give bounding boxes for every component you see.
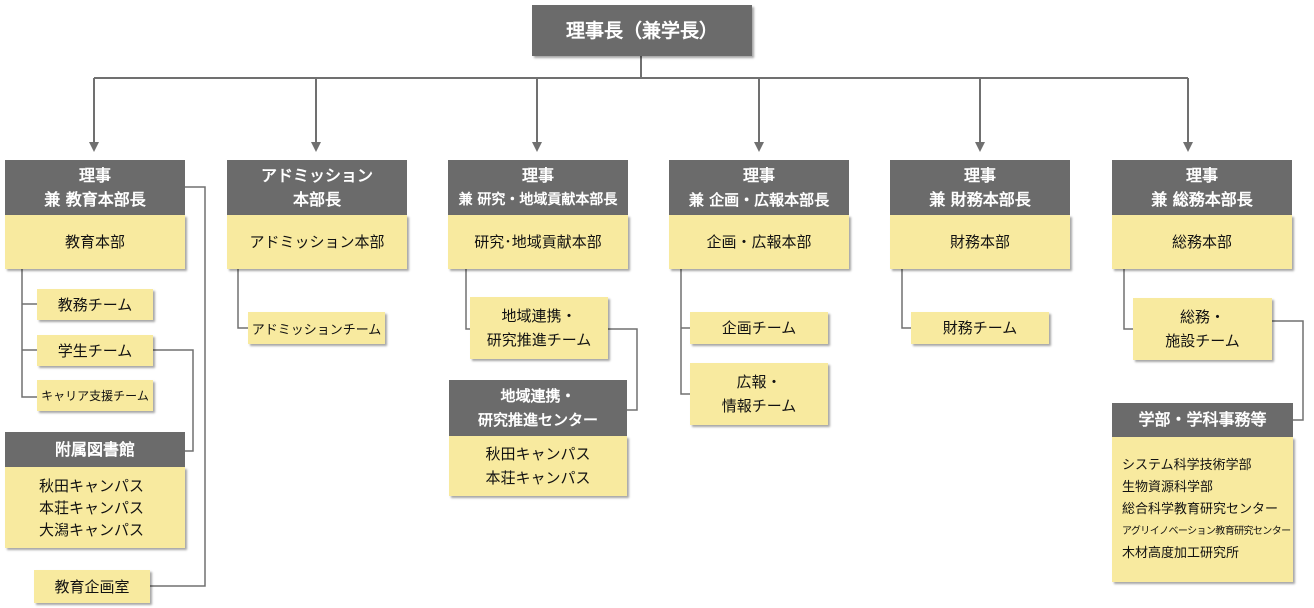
unit-label: アドミッション本部 xyxy=(249,233,385,251)
division-header-line2: 兼 企画・広報本部長 xyxy=(688,190,830,209)
faculty-office-list: システム科学技術学部 生物資源科学部 総合科学教育研究センター アグリイノベーシ… xyxy=(1112,437,1293,582)
education-planning-office: 教育企画室 xyxy=(34,570,150,603)
campus-item: 大潟キャンパス xyxy=(39,520,145,539)
unit-label: 研究･地域貢献本部 xyxy=(474,233,602,251)
library-campus-list: 秋田キャンパス 本荘キャンパス 大潟キャンパス xyxy=(5,467,185,548)
team-label-line1: 地域連携・ xyxy=(501,307,577,325)
division-header-line2: 兼 総務本部長 xyxy=(1151,189,1253,209)
team-label: アドミッションチーム xyxy=(251,322,382,338)
campus-item: 秋田キャンパス xyxy=(39,476,145,495)
division-header-line2: 兼 研究・地域貢献本部長 xyxy=(458,191,618,208)
division-unit-education: 教育本部 xyxy=(5,215,185,269)
team-finance: 財務チーム xyxy=(911,312,1049,344)
faculty-item: アグリイノベーション教育研究センター xyxy=(1122,525,1291,537)
division-header-education: 理事 兼 教育本部長 xyxy=(5,160,185,215)
unit-label: 総務本部 xyxy=(1171,233,1232,251)
division-header-admission: アドミッション 本部長 xyxy=(227,160,407,215)
faculty-office-header: 学部・学科事務等 xyxy=(1112,403,1293,437)
team-label: 企画チーム xyxy=(721,319,797,337)
division-header-general: 理事 兼 総務本部長 xyxy=(1112,160,1292,215)
team-career-support: キャリア支援チーム xyxy=(37,380,153,411)
team-regional-research: 地域連携・ 研究推進チーム xyxy=(470,297,608,359)
faculty-item: 総合科学教育研究センター xyxy=(1122,501,1279,517)
team-academic-affairs: 教務チーム xyxy=(37,289,153,320)
campus-item: 本荘キャンパス xyxy=(485,469,591,487)
division-unit-finance: 財務本部 xyxy=(890,215,1070,269)
team-label-line2: 施設チーム xyxy=(1165,332,1240,350)
faculty-office-title: 学部・学科事務等 xyxy=(1138,410,1267,429)
division-header-line1: 理事 xyxy=(521,165,554,185)
division-header-line1: アドミッション xyxy=(260,165,373,185)
faculty-item: 生物資源科学部 xyxy=(1122,479,1214,495)
faculty-item: 木材高度加工研究所 xyxy=(1122,545,1240,561)
research-center-campus-list: 秋田キャンパス 本荘キャンパス xyxy=(449,436,627,496)
team-label: 学生チーム xyxy=(57,341,133,360)
division-header-line2: 兼 財務本部長 xyxy=(929,189,1031,209)
center-header-line1: 地域連携・ xyxy=(500,387,576,405)
library-title: 附属図書館 xyxy=(54,439,135,459)
team-label-line2: 研究推進チーム xyxy=(486,331,592,349)
team-pr-info: 広報・ 情報チーム xyxy=(690,363,828,425)
team-label-line1: 総務・ xyxy=(1179,308,1225,326)
campus-item: 秋田キャンパス xyxy=(485,445,591,463)
team-student: 学生チーム xyxy=(37,335,153,366)
team-label: キャリア支援チーム xyxy=(41,389,149,403)
division-unit-general: 総務本部 xyxy=(1112,215,1292,269)
division-header-planning: 理事 兼 企画・広報本部長 xyxy=(669,160,849,215)
team-label: 教務チーム xyxy=(57,295,133,314)
team-label: 財務チーム xyxy=(942,319,1018,337)
division-header-line1: 理事 xyxy=(78,165,111,185)
team-label-line1: 広報・ xyxy=(736,373,782,391)
division-header-research: 理事 兼 研究・地域貢献本部長 xyxy=(448,160,628,215)
president-title: 理事長（兼学長） xyxy=(565,19,718,42)
division-header-line1: 理事 xyxy=(742,165,775,185)
library-header: 附属図書館 xyxy=(5,432,185,467)
team-label-line2: 情報チーム xyxy=(721,397,797,415)
division-unit-admission: アドミッション本部 xyxy=(227,215,407,269)
faculty-item: システム科学技術学部 xyxy=(1122,457,1252,473)
division-header-line2: 本部長 xyxy=(292,189,341,209)
president-box: 理事長（兼学長） xyxy=(532,5,752,56)
division-unit-research: 研究･地域貢献本部 xyxy=(448,215,628,269)
research-center-header: 地域連携・ 研究推進センター xyxy=(449,380,627,436)
division-header-line1: 理事 xyxy=(963,165,996,185)
campus-item: 本荘キャンパス xyxy=(39,498,145,517)
division-header-line2: 兼 教育本部長 xyxy=(44,189,146,209)
division-unit-planning: 企画・広報本部 xyxy=(669,215,849,269)
team-admission: アドミッションチーム xyxy=(248,312,385,344)
division-header-line1: 理事 xyxy=(1185,165,1218,185)
team-general-facilities: 総務・ 施設チーム xyxy=(1133,298,1272,360)
office-label: 教育企画室 xyxy=(54,577,130,596)
division-header-finance: 理事 兼 財務本部長 xyxy=(890,160,1070,215)
center-header-line2: 研究推進センター xyxy=(477,411,598,429)
unit-label: 財務本部 xyxy=(949,233,1010,251)
unit-label: 企画・広報本部 xyxy=(706,233,812,251)
team-planning: 企画チーム xyxy=(690,312,828,344)
unit-label: 教育本部 xyxy=(64,233,125,251)
